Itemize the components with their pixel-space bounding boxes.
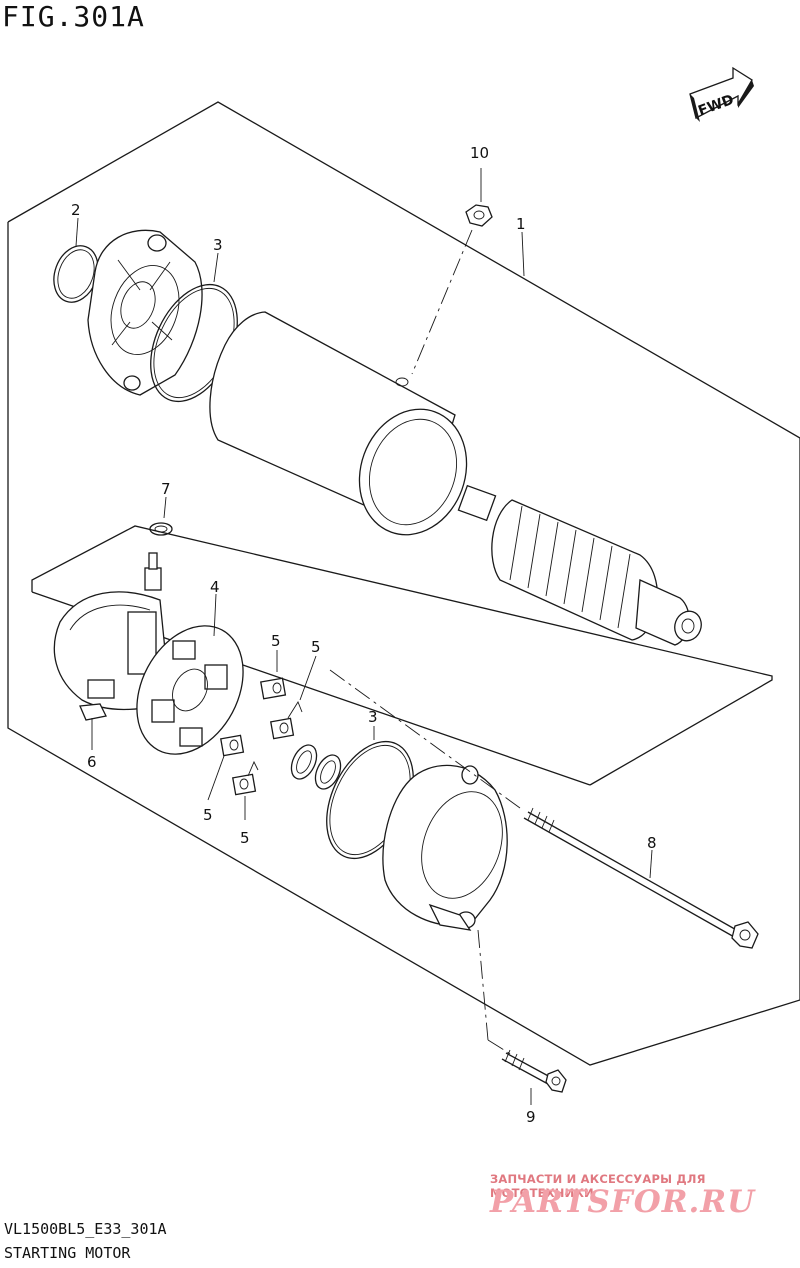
front-end-cover: [87, 229, 203, 396]
callout-5-d: 5: [240, 829, 250, 847]
callout-3-lower: 3: [368, 708, 378, 726]
watermark-brand: PARTSFOR.RU: [490, 1184, 756, 1220]
callout-4: 4: [210, 578, 220, 596]
callout-5-c: 5: [203, 806, 213, 824]
callout-8: 8: [647, 834, 657, 852]
brush-part-5-a: [260, 677, 287, 700]
figure-title: FIG.301A: [2, 0, 145, 33]
fwd-arrow-icon: FWD: [689, 66, 754, 122]
thrust-washers: [290, 744, 342, 790]
washer-part-7: [149, 522, 173, 536]
brush-part-5-b: [270, 701, 303, 740]
callout-6: 6: [87, 753, 97, 771]
rear-end-cover: [382, 764, 508, 931]
brush-part-5-c: [220, 734, 245, 757]
subassembly-boundary: [31, 525, 773, 786]
armature: [457, 484, 702, 646]
yoke-housing: [209, 311, 468, 536]
bolt-part-9: [501, 1049, 567, 1093]
rear-bracket-part-6: [53, 552, 171, 721]
brush-part-5-d: [232, 760, 259, 796]
callout-3-upper: 3: [213, 236, 223, 254]
through-bolt-part-8: [523, 807, 759, 949]
nut-part-10: [465, 204, 493, 227]
callout-2: 2: [71, 201, 81, 219]
figure-name: STARTING MOTOR: [4, 1244, 131, 1262]
callout-5-b: 5: [311, 638, 321, 656]
figure-code: VL1500BL5_E33_301A: [4, 1220, 167, 1238]
assembly-boundary: [7, 101, 800, 1066]
callout-10: 10: [470, 144, 489, 162]
watermark-tagline: ЗАПЧАСТИ И АКСЕССУАРЫ ДЛЯ МОТОТЕХНИКИ: [490, 1172, 706, 1200]
callout-5-a: 5: [271, 632, 281, 650]
callout-9: 9: [526, 1108, 536, 1126]
callout-1: 1: [516, 215, 526, 233]
callout-7: 7: [161, 480, 171, 498]
brush-holder-part-4: [136, 625, 244, 755]
